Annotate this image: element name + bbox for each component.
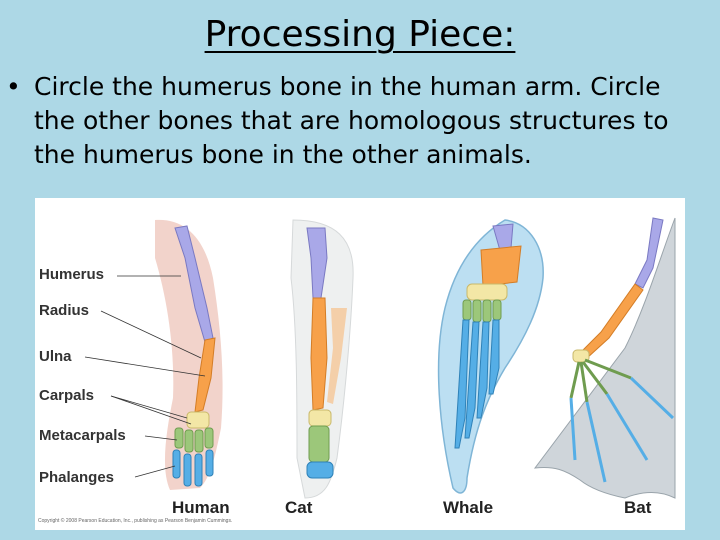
bat-wing [533, 217, 676, 499]
caption-whale: Whale [443, 498, 494, 517]
cat-metacarpals [308, 425, 330, 463]
slide-title: Processing Piece: [204, 14, 516, 55]
caption-cat: Cat [285, 498, 313, 517]
cat-radius-ulna [310, 297, 328, 411]
human-phalanges [172, 449, 214, 487]
label-radius: Radius [39, 302, 90, 319]
limbs-illustration [84, 217, 676, 499]
cat-carpals [308, 409, 332, 427]
bullet-item: • Circle the humerus bone in the human a… [6, 70, 706, 172]
bat-humerus [634, 217, 664, 289]
caption-bat: Bat [624, 498, 652, 517]
bat-membrane [533, 217, 676, 499]
human-arm [155, 219, 223, 490]
whale-flipper [437, 219, 544, 494]
cat-ulna-back [327, 308, 347, 404]
label-carpals: Carpals [39, 387, 95, 404]
homologous-limbs-figure: Humerus Radius Ulna Carpals Metacarpals … [35, 198, 685, 530]
whale-phalanges [454, 319, 500, 449]
label-ulna: Ulna [39, 348, 72, 365]
whale-metacarpals [462, 299, 502, 323]
whale-radius-ulna [480, 245, 522, 287]
bullet-dot: • [6, 72, 21, 101]
cat-leg [290, 219, 354, 499]
caption-human: Human [172, 498, 230, 517]
whale-carpals [466, 283, 508, 301]
human-radius-ulna [194, 337, 216, 413]
human-metacarpals [174, 427, 214, 453]
label-metacarpals: Metacarpals [39, 427, 126, 444]
label-leader-lines [84, 275, 206, 478]
human-carpals [186, 411, 210, 429]
copyright-notice: Copyright © 2008 Pearson Education, Inc.… [38, 518, 233, 524]
cat-phalanges [306, 461, 334, 479]
bullet-text: Circle the humerus bone in the human arm… [34, 72, 669, 169]
label-phalanges: Phalanges [39, 469, 115, 486]
label-humerus: Humerus [39, 266, 105, 283]
bat-metacarpals [569, 358, 632, 403]
bat-phalanges [569, 376, 675, 483]
